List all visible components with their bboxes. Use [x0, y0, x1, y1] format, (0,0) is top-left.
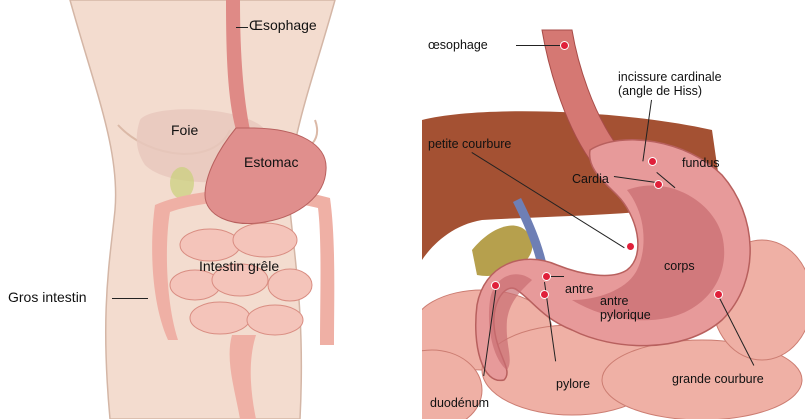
label-incissure: incissure cardinale (angle de Hiss) [618, 70, 722, 98]
label-intestin-grele: Intestin grêle [199, 258, 279, 274]
label-corps: corps [664, 259, 695, 273]
torso-illustration [0, 0, 420, 419]
right-diagram-panel: œsophage incissure cardinale (angle de H… [422, 0, 805, 419]
marker-grande-courbure [714, 290, 723, 299]
label-foie: Foie [171, 122, 198, 138]
leader-line-oesophage [236, 27, 248, 28]
label-pylore: pylore [556, 377, 590, 391]
leader-line-gros-intestin [112, 298, 148, 299]
label-grande-courbure: grande courbure [672, 372, 764, 386]
label-fundus: fundus [682, 156, 720, 170]
label-petite-courbure: petite courbure [428, 137, 511, 151]
label-duodenum: duodénum [430, 396, 489, 410]
marker-duodenum [491, 281, 500, 290]
label-estomac: Estomac [244, 154, 298, 170]
label-oesophage: Œsophage [249, 17, 317, 33]
marker-pylore [540, 290, 549, 299]
marker-cardia [654, 180, 663, 189]
marker-antre [542, 272, 551, 281]
label-cardia: Cardia [572, 172, 609, 186]
label-antre-pylorique: antre pylorique [600, 294, 651, 322]
marker-petite-courbure [626, 242, 635, 251]
left-diagram-panel: Œsophage Foie Estomac Intestin grêle Gro… [0, 0, 420, 419]
label-gros-intestin: Gros intestin [8, 289, 87, 305]
leader-line-antre [550, 276, 564, 277]
label-antre: antre [565, 282, 594, 296]
marker-incissure [648, 157, 657, 166]
leader-line-oesophage-right [516, 45, 562, 46]
label-oesophage-right: œsophage [428, 38, 488, 52]
marker-oesophage [560, 41, 569, 50]
